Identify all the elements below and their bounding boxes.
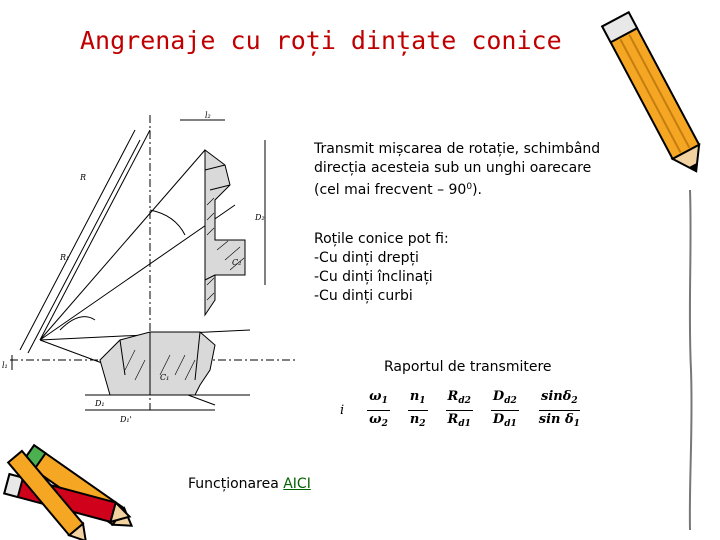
svg-text:R: R xyxy=(79,173,86,182)
fraction-omega: ω1 ω2 xyxy=(367,389,390,429)
gear-type-item: -Cu dinți curbi xyxy=(314,288,413,304)
pencils-icon xyxy=(3,443,134,540)
slide-title: Angrenaje cu roți dințate conice xyxy=(80,26,562,55)
gear-types-list: Roțile conice pot fi: -Cu dinți drepți -… xyxy=(314,230,674,306)
fraction-n: n1 n2 xyxy=(407,389,428,429)
svg-text:D₁': D₁' xyxy=(119,415,132,424)
footer-label: Funcționarea xyxy=(188,476,284,492)
decorative-curve xyxy=(688,190,693,530)
svg-text:C₂: C₂ xyxy=(232,258,241,267)
svg-text:C₁: C₁ xyxy=(160,373,169,382)
bevel-gear-drawing: R R₁ D₂ C₂ C₁ D₁ D₁' l₁ l₂ xyxy=(2,111,295,424)
ratio-symbol: i xyxy=(340,403,345,418)
description-line-3: (cel mai frecvent – 900). xyxy=(314,182,482,198)
gear-type-item: -Cu dinți drepți xyxy=(314,250,419,266)
svg-text:D₂: D₂ xyxy=(254,213,265,222)
fraction-radius: Rd2 Rd1 xyxy=(445,389,473,429)
here-link[interactable]: AICI xyxy=(283,476,311,492)
fraction-sine: sinδ2 sin δ1 xyxy=(538,389,580,429)
svg-text:D₁: D₁ xyxy=(94,399,105,408)
fraction-diameter: Dd2 Dd1 xyxy=(490,389,519,429)
svg-text:R₁: R₁ xyxy=(59,253,69,262)
description-line-2: direcția acesteia sub un unghi oarecare xyxy=(314,160,592,176)
ratio-title: Raportul de transmitere xyxy=(384,359,552,375)
pencil-icon xyxy=(600,10,701,173)
gear-type-item: -Cu dinți înclinați xyxy=(314,269,433,285)
footer-line: Funcționarea AICI xyxy=(188,476,311,492)
gear-types-heading: Roțile conice pot fi: xyxy=(314,231,449,247)
description-line-1: Transmit mișcarea de rotație, schimbând xyxy=(314,141,601,157)
description-paragraph: Transmit mișcarea de rotație, schimbând … xyxy=(314,140,674,200)
transmission-ratio-formula: i ω1 ω2 n1 n2 Rd2 Rd1 Dd2 Dd1 sinδ2 sin … xyxy=(340,388,591,433)
svg-text:l₂: l₂ xyxy=(205,111,211,120)
svg-text:l₁: l₁ xyxy=(2,361,8,370)
